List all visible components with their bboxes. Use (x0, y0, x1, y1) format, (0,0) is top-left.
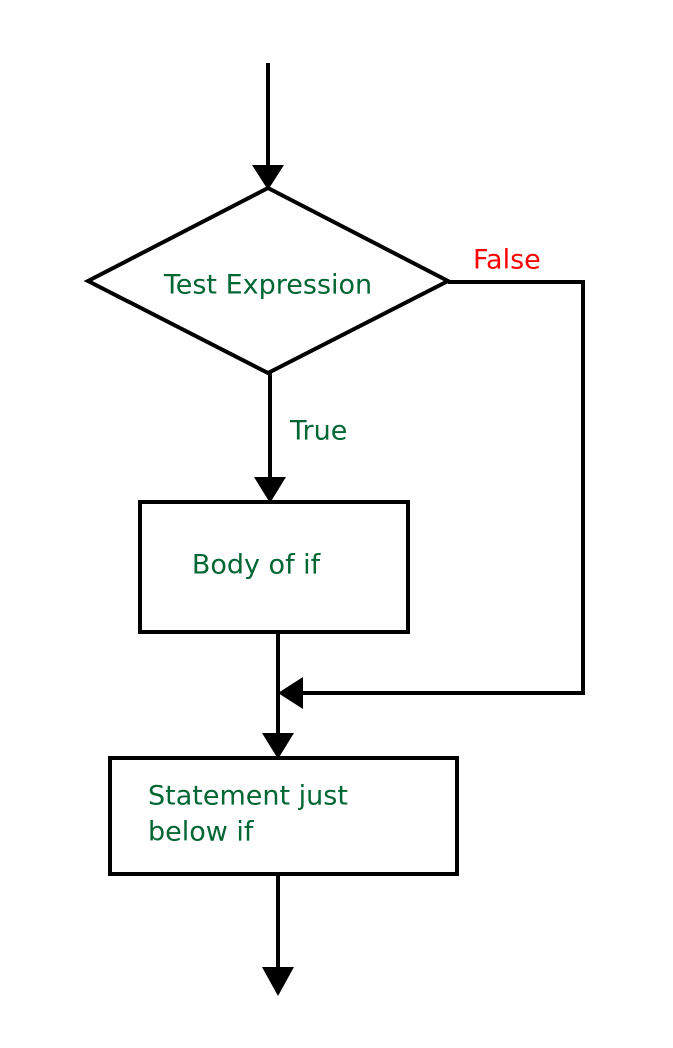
statement-below-if-label-line-2: below if (148, 817, 255, 848)
node-test-expression[interactable]: Test Expression (83, 185, 453, 376)
entry-arrowhead-icon (252, 165, 284, 190)
edge-false-branch: False (278, 245, 585, 709)
test-expression-label: Test Expression (163, 270, 372, 301)
edge-label-true: True (289, 416, 347, 447)
exit-arrowhead-icon (262, 967, 294, 996)
false-arrowhead-icon (278, 677, 303, 709)
statement-below-if-label-line-1: Statement just (148, 781, 348, 812)
true-arrowhead-icon (254, 477, 286, 503)
body-of-if-label: Body of if (192, 550, 322, 581)
edge-statement-to-exit (262, 874, 294, 996)
node-body-of-if[interactable]: Body of if (138, 500, 410, 634)
edge-body-to-statement (262, 632, 294, 759)
false-connector-path (300, 280, 585, 695)
node-statement-below-if[interactable]: Statement just below if (108, 756, 459, 876)
edge-entry-to-decision (252, 63, 284, 190)
body-to-statement-arrowhead-icon (262, 733, 294, 759)
statement-below-if-shape (108, 756, 459, 876)
edge-true-branch: True (254, 373, 347, 503)
edge-label-false: False (473, 245, 541, 276)
body-of-if-shape (138, 500, 410, 634)
